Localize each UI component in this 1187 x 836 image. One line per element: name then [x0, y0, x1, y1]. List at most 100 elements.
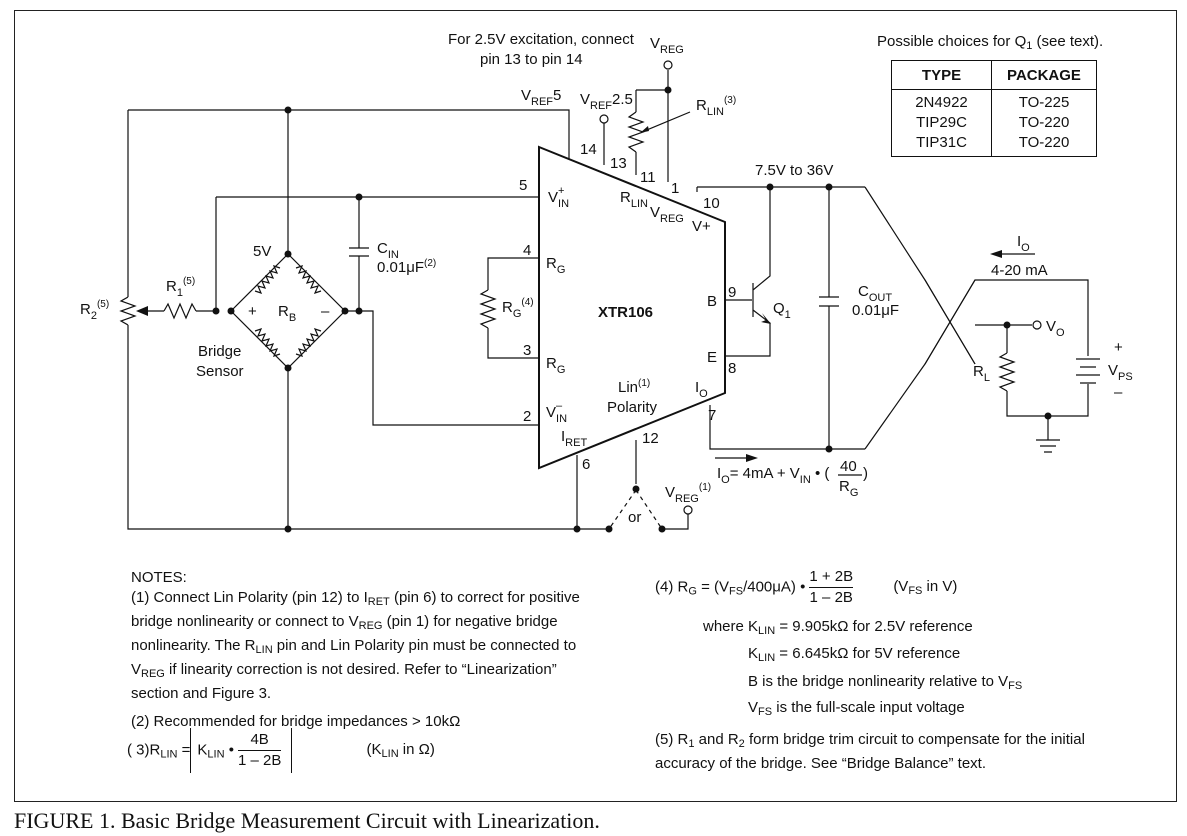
- pin-3: 3: [523, 342, 531, 359]
- io-wire: [709, 405, 865, 450]
- label-rg: RG(4): [502, 297, 534, 320]
- label-vo: VO: [1046, 318, 1065, 339]
- packages-cell: TO-225 TO-220 TO-220: [991, 89, 1097, 157]
- note-2: (2) Recommended for bridge impedances > …: [131, 713, 461, 730]
- r2-resistor: [119, 296, 137, 326]
- node-vreg: [664, 86, 672, 94]
- label-b: B: [707, 293, 717, 310]
- rl-resistor: [998, 352, 1016, 392]
- cin-capacitor: [349, 197, 369, 311]
- label-vin-plus: VIN+: [548, 185, 569, 210]
- io-eq-arrow-head: [746, 454, 758, 462]
- label-bridge: Bridge: [198, 343, 241, 360]
- io-arrow-head: [990, 250, 1002, 258]
- r2-wiper-arrow: [136, 306, 148, 316]
- label-cout-value: 0.01μF: [852, 302, 899, 319]
- note-4-vfs: VFS is the full-scale input voltage: [748, 699, 965, 718]
- rlin-resistor: [627, 111, 645, 153]
- node-bottom: [284, 525, 292, 533]
- excitation-note-2: pin 13 to pin 14: [480, 51, 583, 68]
- note-4-where-1: where KLIN = 9.905kΩ for 2.5V reference: [703, 618, 973, 637]
- label-r2: R2(5): [80, 299, 109, 322]
- q1-transistor: [725, 187, 771, 357]
- header-type: TYPE: [891, 60, 992, 90]
- q1-emitter-arrow: [761, 313, 771, 324]
- twisted-cross: [924, 279, 976, 365]
- vin-minus-wire: [345, 310, 539, 426]
- node-cout-bottom: [825, 445, 833, 453]
- pin-1: 1: [671, 180, 679, 197]
- vreg1-wire: [662, 514, 689, 530]
- label-vreg-top: VREG: [650, 35, 684, 56]
- io-equation: IO= 4mA + VIN • (: [717, 465, 829, 486]
- label-sensor: Sensor: [196, 363, 244, 380]
- io-frac-num: 40: [840, 458, 857, 475]
- label-or: or: [628, 509, 641, 526]
- rlin-arrow: [640, 126, 649, 133]
- note-1: (1) Connect Lin Polarity (pin 12) to IRE…: [131, 589, 580, 702]
- pin-13: 13: [610, 155, 627, 172]
- package-item: TO-220: [1018, 114, 1070, 131]
- label-rb: RB: [278, 303, 296, 324]
- label-vref25: VREF2.5: [580, 91, 633, 112]
- label-vps: VPS: [1108, 362, 1133, 383]
- rlin-wiper: [641, 111, 691, 133]
- label-polarity: Polarity: [607, 399, 658, 416]
- rg-resistor: [479, 289, 497, 329]
- bridge-r-tl: [254, 265, 281, 294]
- note-4-where-2: KLIN = 6.645kΩ for 5V reference: [748, 645, 961, 664]
- label-r1: R1(5): [166, 276, 195, 299]
- pin-11: 11: [640, 169, 656, 186]
- pin-4: 4: [523, 242, 531, 259]
- vref25-terminal: [599, 114, 609, 124]
- label-vreg-pin: VREG: [650, 204, 684, 225]
- label-vref5: VREF5: [521, 87, 561, 108]
- node-bridge-top: [284, 250, 292, 258]
- type-item: TIP29C: [916, 114, 967, 131]
- type-item: TIP31C: [916, 134, 967, 151]
- label-q1: Q1: [773, 300, 791, 321]
- ground-symbol: [1036, 416, 1060, 453]
- pin-8: 8: [728, 360, 736, 377]
- pin-5: 5: [519, 177, 527, 194]
- package-item: TO-220: [1018, 134, 1070, 151]
- pin-9: 9: [728, 284, 736, 301]
- twisted-pair-bottom: [864, 320, 976, 450]
- vreg1-terminal: [683, 505, 693, 515]
- vps-battery: [1076, 358, 1100, 384]
- table-row: 2N4922 TIP29C TIP31C TO-225 TO-220 TO-22…: [891, 89, 1097, 157]
- note-4-b: B is the bridge nonlinearity relative to…: [748, 673, 1023, 692]
- label-io-pin: IO: [695, 379, 708, 400]
- label-cin-value: 0.01μF(2): [377, 258, 436, 276]
- rg-wires: [487, 257, 539, 359]
- label-rl: RL: [973, 363, 990, 384]
- node-bridge-left: [227, 307, 235, 315]
- notes-left: NOTES: (1) Connect Lin Polarity (pin 12)…: [131, 568, 611, 732]
- vps-plus: +: [1114, 339, 1123, 356]
- type-item: 2N4922: [915, 94, 968, 111]
- rlin-wires: [635, 70, 669, 182]
- label-supply-range: 7.5V to 36V: [755, 162, 833, 179]
- label-rlin-pin: RLIN: [620, 189, 648, 210]
- label-rg-bottom: RG: [546, 355, 565, 376]
- chip-name: XTR106: [598, 304, 653, 321]
- label-vplus: V+: [692, 218, 711, 235]
- label-lin: Lin(1): [618, 378, 650, 396]
- label-cin: CIN: [377, 240, 399, 261]
- pin-14: 14: [580, 141, 597, 158]
- r1-resistor: [163, 302, 197, 320]
- pin-12: 12: [642, 430, 659, 447]
- bridge-r-br: [295, 328, 322, 357]
- label-5v: 5V: [253, 243, 271, 260]
- label-vin-minus: VIN–: [546, 400, 567, 425]
- vps-minus: –: [1114, 384, 1123, 401]
- label-io-loop: IO: [1017, 233, 1030, 254]
- figure-caption: FIGURE 1. Basic Bridge Measurement Circu…: [14, 808, 600, 833]
- bridge-r-bl: [254, 328, 281, 357]
- label-rg-top: RG: [546, 255, 565, 276]
- io-frac-den: RG: [839, 478, 858, 499]
- q1-choices-table: TYPE PACKAGE 2N4922 TIP29C TIP31C TO-225…: [891, 60, 1097, 157]
- bridge-r-tr: [295, 265, 322, 294]
